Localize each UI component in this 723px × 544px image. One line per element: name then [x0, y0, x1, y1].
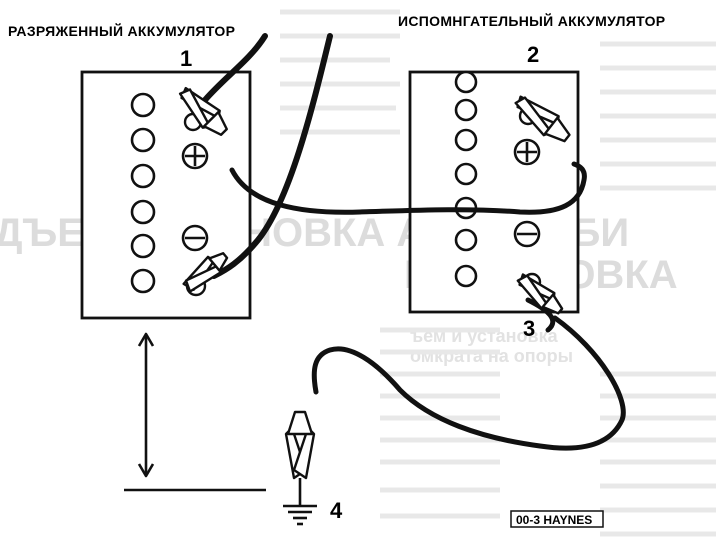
battery-icon — [408, 70, 580, 314]
cell-cap-5 — [130, 233, 156, 259]
cell-cap-6 — [130, 268, 156, 294]
source-badge-text: 00-3 HAYNES — [516, 513, 592, 527]
right-battery-title: ИСПОМНГАТЕЛЬНЫЙ АККУМУЛЯТОР — [398, 12, 665, 29]
bg-lines — [280, 9, 716, 537]
left-battery-title: РАЗРЯЖЕННЫЙ АККУМУЛЯТОР — [8, 22, 235, 39]
clamp-icon — [178, 86, 228, 136]
clamp-icon — [516, 273, 564, 315]
source-badge: 00-3 HAYNES — [510, 510, 604, 528]
positive-terminal-symbol — [513, 138, 541, 166]
clearance-dimension — [124, 332, 266, 492]
battery-icon — [80, 70, 252, 320]
jumper-cables — [202, 33, 626, 451]
cell-column — [130, 92, 156, 294]
callout-2: 2 — [527, 42, 539, 67]
cell-cap-1 — [130, 92, 156, 118]
cell-cap-3 — [130, 163, 156, 189]
cell-cap-2 — [454, 98, 478, 122]
callout-3: 3 — [523, 316, 535, 341]
negative-terminal-symbol — [181, 224, 209, 252]
cell-cap-4 — [454, 162, 478, 186]
negative-feed-cable — [211, 33, 333, 279]
cell-cap-7 — [454, 264, 478, 288]
bg-subheading-2: омкрата на опоры — [410, 346, 573, 366]
ground-icon — [283, 478, 317, 526]
cell-cap-2 — [130, 127, 156, 153]
cell-cap-1 — [454, 70, 478, 94]
cell-cap-4 — [130, 199, 156, 225]
booster-battery — [408, 70, 580, 314]
negative-terminal-symbol — [513, 220, 541, 248]
cell-column — [454, 70, 478, 288]
cell-cap-3 — [454, 128, 478, 152]
ground-jumper-cable — [311, 315, 626, 451]
clamp-icon — [182, 252, 229, 293]
positive-terminal-symbol — [181, 142, 209, 170]
callout-1: 1 — [180, 46, 192, 71]
clamp-icon — [514, 95, 571, 143]
positive-jumper-cable — [229, 161, 587, 215]
cable-icon — [202, 33, 268, 103]
clamp-icon — [284, 410, 316, 480]
cell-cap-6 — [454, 228, 478, 252]
discharged-battery — [80, 70, 252, 320]
clamp-3-lead — [525, 297, 556, 333]
callout-4: 4 — [330, 498, 343, 523]
